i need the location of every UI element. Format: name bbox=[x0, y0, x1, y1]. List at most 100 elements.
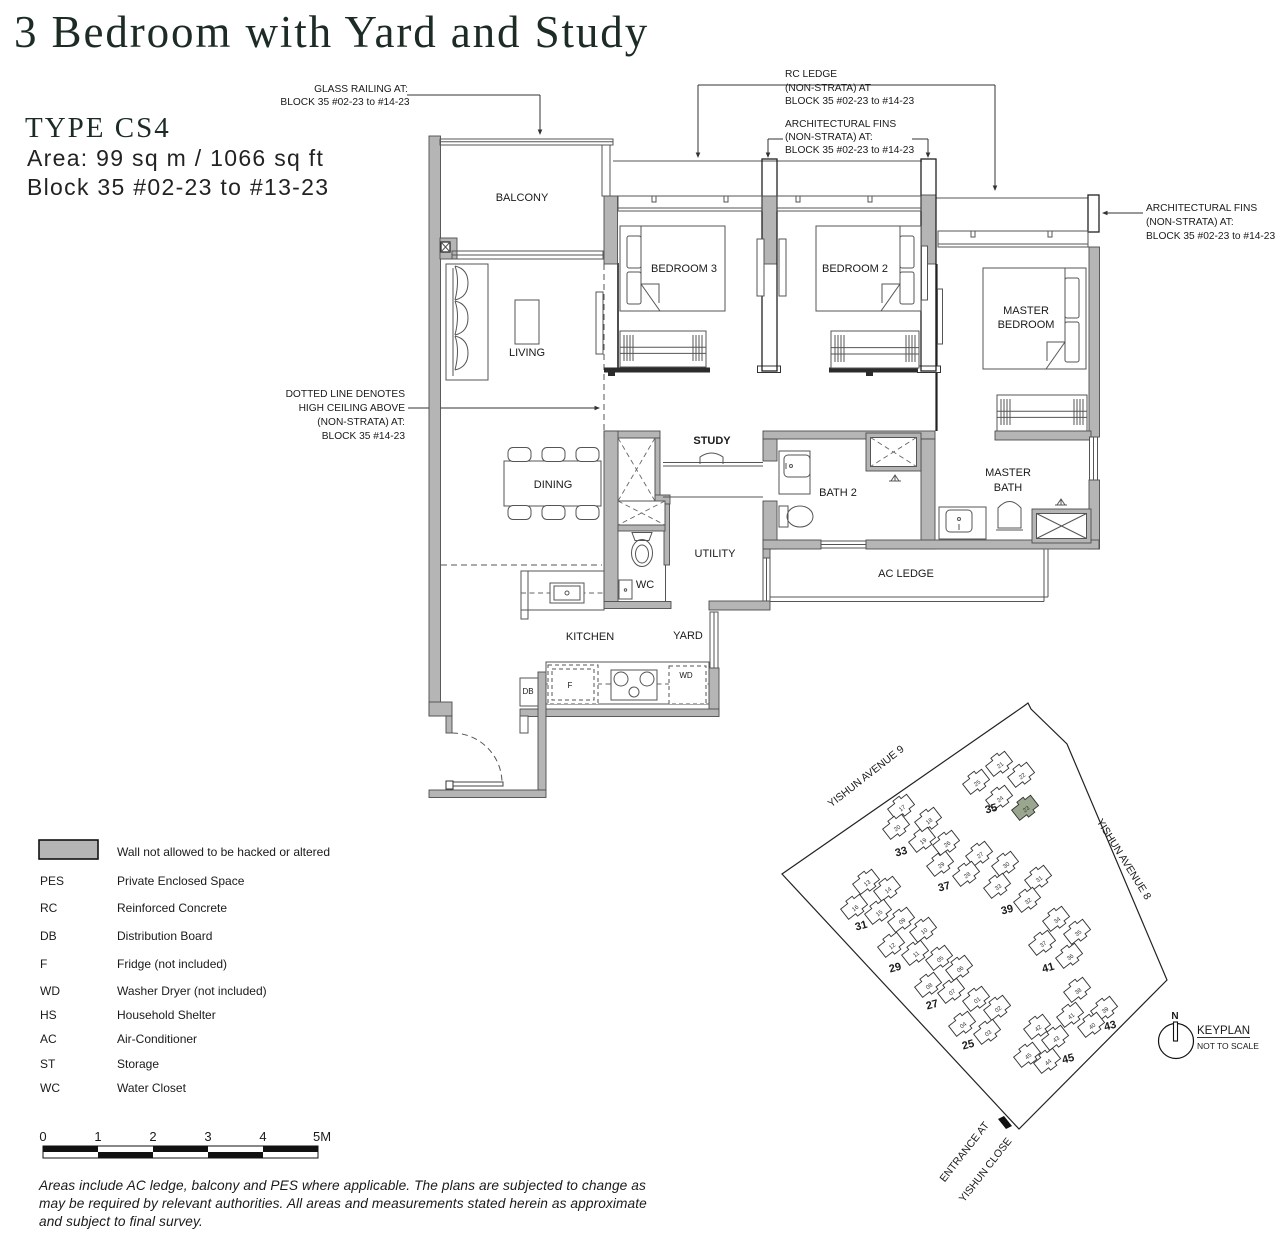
svg-text:06: 06 bbox=[956, 965, 965, 974]
svg-text:17: 17 bbox=[898, 804, 907, 813]
svg-text:05: 05 bbox=[936, 955, 945, 964]
svg-text:may be required by relevant au: may be required by relevant authorities.… bbox=[39, 1196, 647, 1211]
svg-text:40: 40 bbox=[1088, 1022, 1097, 1031]
svg-text:WC: WC bbox=[636, 579, 654, 591]
svg-text:39: 39 bbox=[1000, 903, 1015, 918]
svg-text:32: 32 bbox=[1024, 897, 1033, 906]
svg-text:42: 42 bbox=[1034, 1024, 1043, 1033]
svg-text:43: 43 bbox=[1052, 1035, 1061, 1044]
svg-text:KEYPLAN: KEYPLAN bbox=[1197, 1025, 1250, 1037]
svg-text:BALCONY: BALCONY bbox=[496, 192, 549, 204]
svg-text:0: 0 bbox=[39, 1129, 46, 1144]
svg-text:04: 04 bbox=[959, 1021, 968, 1030]
svg-text:20: 20 bbox=[893, 824, 902, 833]
svg-text:35: 35 bbox=[1074, 929, 1083, 938]
svg-text:29: 29 bbox=[937, 861, 946, 870]
svg-text:KITCHEN: KITCHEN bbox=[566, 631, 614, 643]
svg-text:45: 45 bbox=[1061, 1052, 1076, 1067]
svg-text:Distribution Board: Distribution Board bbox=[117, 929, 212, 943]
svg-text:MASTER: MASTER bbox=[985, 467, 1031, 479]
svg-text:and subject to final survey.: and subject to final survey. bbox=[39, 1214, 203, 1229]
svg-text:29: 29 bbox=[888, 961, 903, 976]
svg-text:Area: 99 sq m / 1066 sq ft: Area: 99 sq m / 1066 sq ft bbox=[27, 145, 324, 171]
svg-text:23: 23 bbox=[1022, 805, 1031, 814]
svg-text:34: 34 bbox=[1053, 916, 1062, 925]
svg-text:Private Enclosed Space: Private Enclosed Space bbox=[117, 874, 245, 888]
svg-text:BEDROOM: BEDROOM bbox=[998, 319, 1055, 331]
svg-text:30: 30 bbox=[1002, 861, 1011, 870]
svg-text:ARCHITECTURAL FINS: ARCHITECTURAL FINS bbox=[1146, 203, 1257, 214]
svg-text:(NON-STRATA) AT: (NON-STRATA) AT bbox=[785, 83, 871, 94]
svg-text:5M: 5M bbox=[313, 1129, 331, 1144]
svg-text:TYPE CS4: TYPE CS4 bbox=[25, 112, 171, 144]
svg-text:Reinforced Concrete: Reinforced Concrete bbox=[117, 901, 227, 915]
svg-text:LIVING: LIVING bbox=[509, 347, 545, 359]
svg-text:Storage: Storage bbox=[117, 1057, 159, 1071]
svg-text:22: 22 bbox=[1018, 772, 1027, 781]
svg-text:09: 09 bbox=[898, 917, 907, 926]
svg-text:01: 01 bbox=[973, 996, 982, 1005]
svg-text:ARCHITECTURAL FINS: ARCHITECTURAL FINS bbox=[785, 119, 896, 130]
svg-text:WD: WD bbox=[679, 671, 693, 680]
svg-text:12: 12 bbox=[888, 942, 897, 951]
svg-text:Fridge (not included): Fridge (not included) bbox=[117, 957, 227, 971]
svg-text:02: 02 bbox=[994, 1005, 1003, 1014]
svg-text:BATH: BATH bbox=[994, 482, 1023, 494]
svg-text:33: 33 bbox=[994, 883, 1003, 892]
svg-text:Water Closet: Water Closet bbox=[117, 1081, 187, 1095]
svg-text:31: 31 bbox=[854, 919, 869, 934]
svg-text:3: 3 bbox=[204, 1129, 211, 1144]
svg-text:AC LEDGE: AC LEDGE bbox=[878, 568, 934, 580]
svg-text:HIGH CEILING ABOVE: HIGH CEILING ABOVE bbox=[299, 403, 406, 414]
svg-text:DB: DB bbox=[522, 687, 533, 696]
svg-text:15: 15 bbox=[875, 909, 884, 918]
svg-text:19: 19 bbox=[919, 837, 928, 846]
svg-text:DINING: DINING bbox=[534, 479, 573, 491]
svg-text:(NON-STRATA) AT:: (NON-STRATA) AT: bbox=[785, 132, 873, 143]
svg-text:08: 08 bbox=[925, 982, 934, 991]
svg-text:41: 41 bbox=[1067, 1012, 1076, 1021]
svg-text:37: 37 bbox=[937, 880, 952, 895]
svg-text:3 Bedroom with Yard and Study: 3 Bedroom with Yard and Study bbox=[14, 7, 649, 57]
svg-text:26: 26 bbox=[943, 840, 952, 849]
svg-text:MASTER: MASTER bbox=[1003, 305, 1049, 317]
svg-text:43: 43 bbox=[1103, 1019, 1118, 1034]
svg-text:(NON-STRATA) AT:: (NON-STRATA) AT: bbox=[317, 417, 405, 428]
svg-text:BLOCK 35 #02-23 to #14-23: BLOCK 35 #02-23 to #14-23 bbox=[785, 145, 914, 156]
svg-text:45: 45 bbox=[1024, 1052, 1033, 1061]
svg-text:10: 10 bbox=[920, 927, 929, 936]
svg-text:BLOCK 35 #14-23: BLOCK 35 #14-23 bbox=[322, 431, 406, 442]
svg-text:25: 25 bbox=[961, 1038, 976, 1053]
svg-text:WC: WC bbox=[40, 1081, 60, 1095]
svg-text:38: 38 bbox=[1074, 987, 1083, 996]
svg-text:DOTTED LINE DENOTES: DOTTED LINE DENOTES bbox=[286, 389, 406, 400]
svg-text:PES: PES bbox=[40, 874, 64, 888]
svg-text:BLOCK 35 #02-23 to #14-23: BLOCK 35 #02-23 to #14-23 bbox=[785, 96, 914, 107]
svg-text:Air-Conditioner: Air-Conditioner bbox=[117, 1032, 197, 1046]
svg-text:03: 03 bbox=[984, 1029, 993, 1038]
svg-text:31: 31 bbox=[1035, 875, 1044, 884]
svg-text:14: 14 bbox=[884, 886, 893, 895]
svg-text:Block 35 #02-23 to #13-23: Block 35 #02-23 to #13-23 bbox=[27, 174, 329, 200]
svg-text:39: 39 bbox=[1101, 1006, 1110, 1015]
svg-text:YARD: YARD bbox=[673, 630, 703, 642]
svg-text:RC LEDGE: RC LEDGE bbox=[785, 69, 837, 80]
svg-text:F: F bbox=[568, 681, 573, 690]
svg-text:07: 07 bbox=[948, 988, 957, 997]
svg-text:BLOCK 35 #02-23 to #14-23: BLOCK 35 #02-23 to #14-23 bbox=[280, 97, 409, 108]
svg-text:2: 2 bbox=[149, 1129, 156, 1144]
svg-text:13: 13 bbox=[863, 879, 872, 888]
svg-text:18: 18 bbox=[925, 817, 934, 826]
svg-text:ST: ST bbox=[40, 1057, 56, 1071]
svg-text:N: N bbox=[1171, 1011, 1178, 1022]
svg-text:Areas include AC ledge, balcon: Areas include AC ledge, balcony and PES … bbox=[38, 1178, 646, 1193]
svg-text:BEDROOM 3: BEDROOM 3 bbox=[651, 263, 717, 275]
svg-text:11: 11 bbox=[912, 950, 921, 959]
svg-text:UTILITY: UTILITY bbox=[695, 548, 737, 560]
svg-text:AC: AC bbox=[40, 1032, 57, 1046]
svg-text:16: 16 bbox=[851, 904, 860, 913]
svg-text:27: 27 bbox=[925, 998, 940, 1013]
svg-text:35: 35 bbox=[984, 802, 999, 817]
svg-text:HS: HS bbox=[40, 1008, 57, 1022]
svg-text:DB: DB bbox=[40, 929, 57, 943]
